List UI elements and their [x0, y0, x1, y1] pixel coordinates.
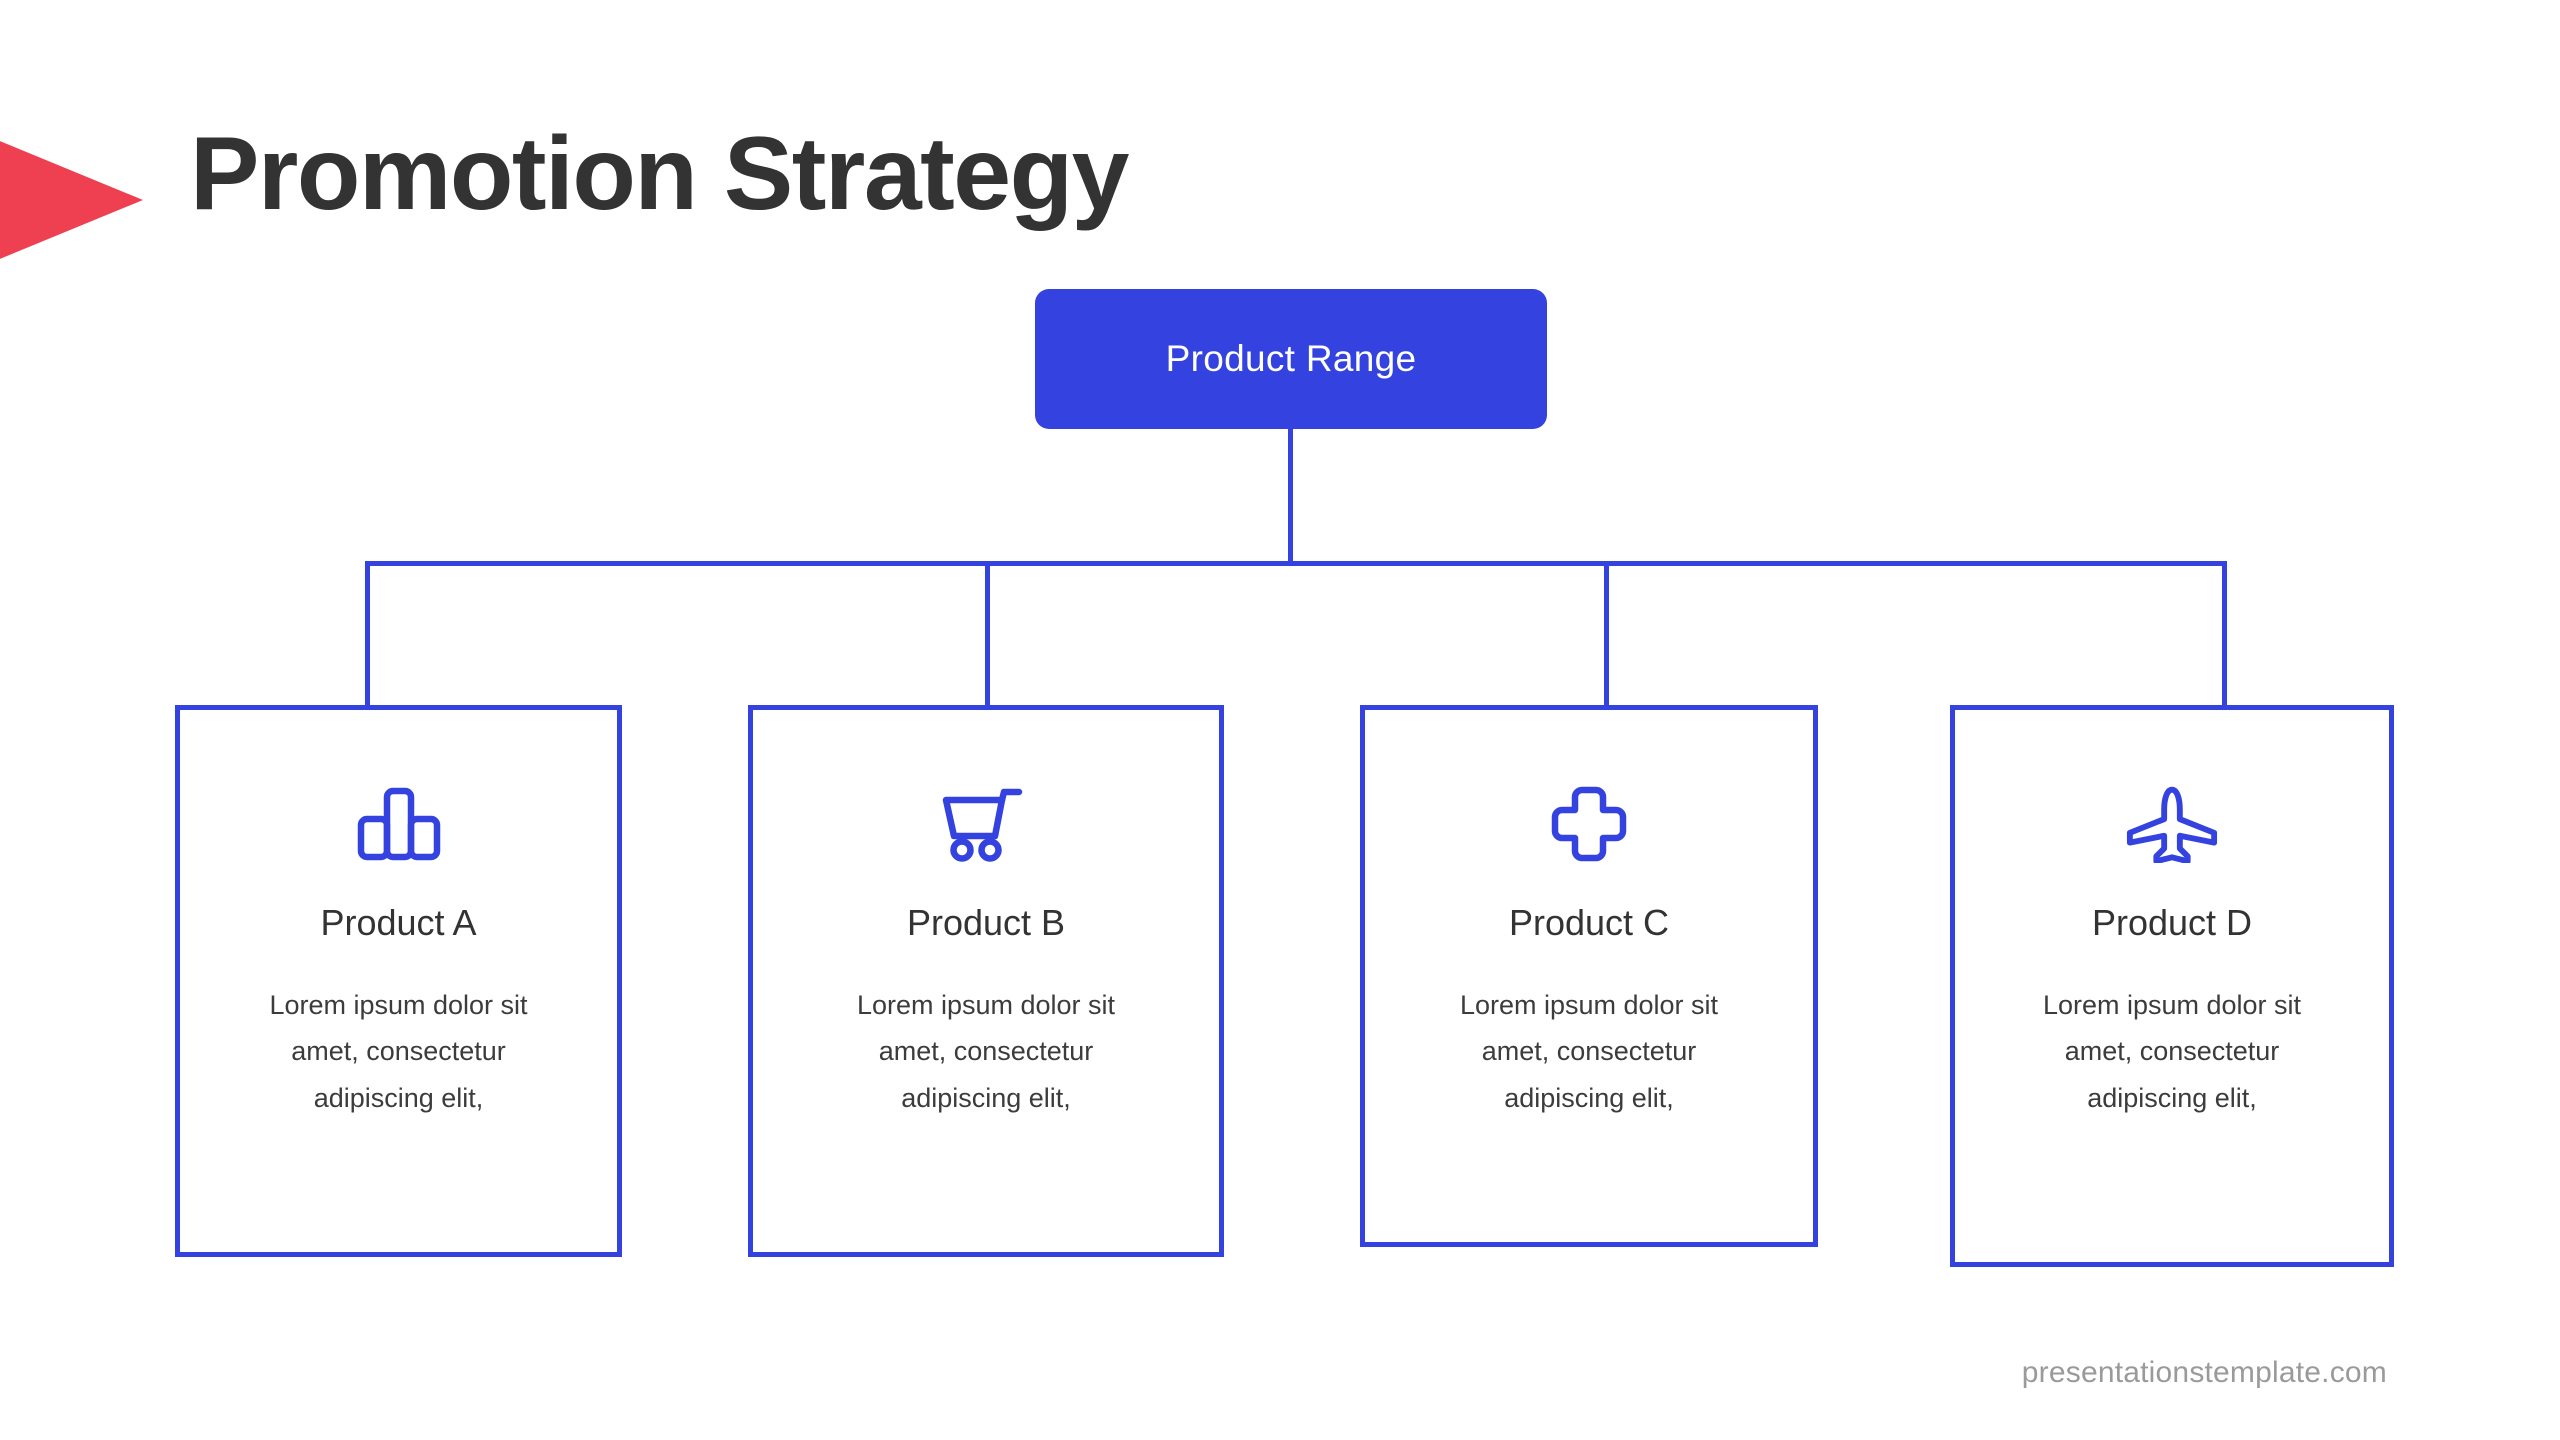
- connector-drop-product-c: [1604, 561, 1609, 707]
- product-card-c-description: Lorem ipsum dolor sit amet, consectetur …: [1459, 990, 1719, 1113]
- root-node-label: Product Range: [1165, 338, 1417, 379]
- product-card-b[interactable]: Product B Lorem ipsum dolor sit amet, co…: [748, 705, 1224, 1257]
- product-card-c-title: Product C: [1508, 902, 1670, 943]
- shopping-cart-icon: [938, 782, 1034, 866]
- product-card-a[interactable]: Product A Lorem ipsum dolor sit amet, co…: [175, 705, 622, 1257]
- footer-credit: presentationstemplate.com: [2021, 1356, 2387, 1389]
- connector-trunk-vertical: [1288, 429, 1293, 565]
- connector-drop-product-d: [2222, 561, 2227, 707]
- product-card-c[interactable]: Product C Lorem ipsum dolor sit amet, co…: [1360, 705, 1818, 1247]
- product-card-a-title: Product A: [320, 902, 477, 943]
- plus-cross-icon: [1541, 782, 1637, 866]
- product-card-d[interactable]: Product D Lorem ipsum dolor sit amet, co…: [1950, 705, 2394, 1267]
- product-card-b-description: Lorem ipsum dolor sit amet, consectetur …: [856, 990, 1116, 1113]
- red-triangle-accent-icon: [0, 100, 143, 300]
- connector-drop-product-a: [365, 561, 370, 707]
- connector-drop-product-b: [985, 561, 990, 707]
- product-card-a-description: Lorem ipsum dolor sit amet, consectetur …: [269, 990, 528, 1113]
- root-node-product-range[interactable]: Product Range: [1035, 289, 1547, 429]
- connector-horizontal-bus: [365, 561, 2227, 566]
- airplane-icon: [2124, 782, 2220, 866]
- page-title: Promotion Strategy: [190, 116, 1130, 232]
- product-card-d-description: Lorem ipsum dolor sit amet, consectetur …: [2042, 990, 2302, 1113]
- product-card-d-title: Product D: [2091, 902, 2253, 943]
- bar-chart-podium-icon: [351, 782, 447, 866]
- product-card-b-title: Product B: [906, 902, 1066, 943]
